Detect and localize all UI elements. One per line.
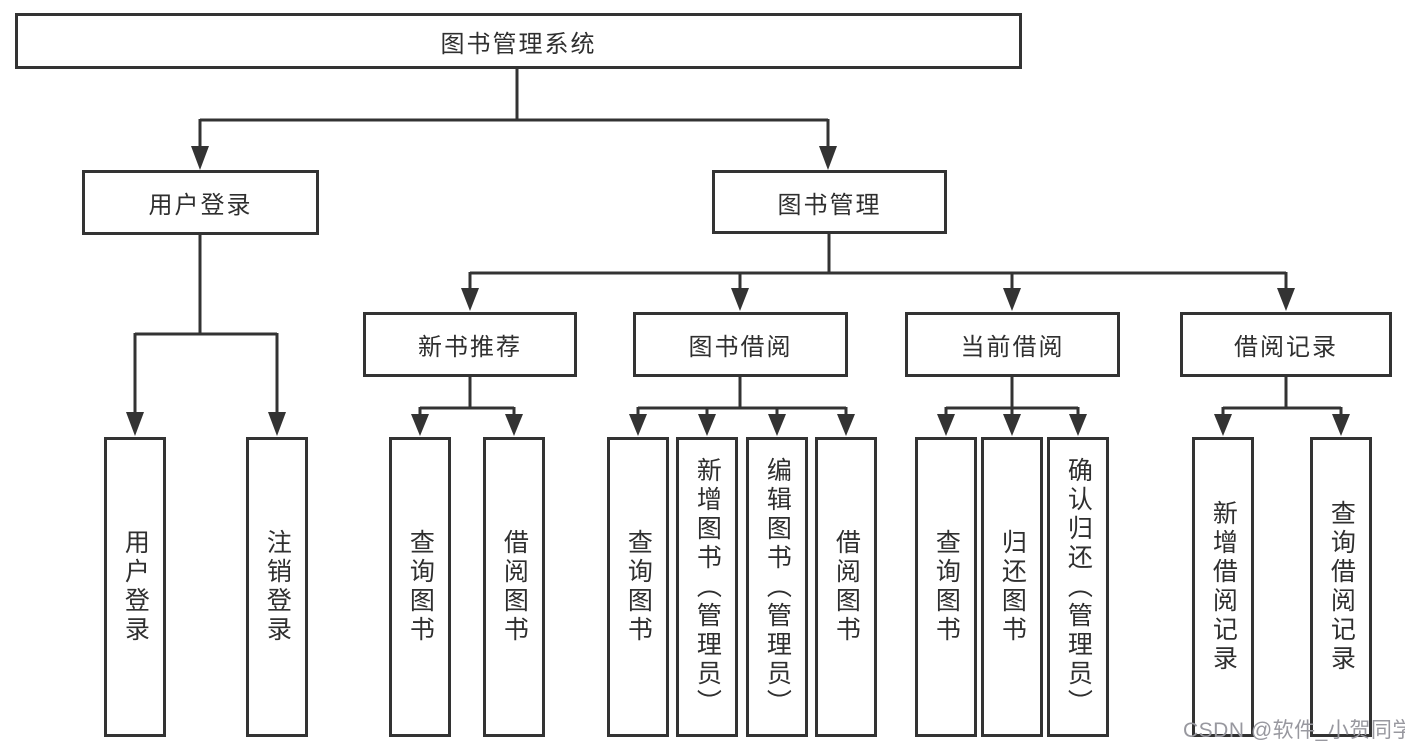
leaf-query-books-current: 查询图书 bbox=[915, 437, 977, 737]
node-borrow-records: 借阅记录 bbox=[1180, 312, 1392, 377]
node-user-login: 用户登录 bbox=[82, 170, 319, 235]
leaf-add-book-admin: 新增图书（管理员） bbox=[676, 437, 738, 737]
connector-current-borrow-to-leaves bbox=[944, 377, 1080, 418]
leaf-query-borrow-record: 查询借阅记录 bbox=[1310, 437, 1372, 737]
connector-user-login-to-leaves bbox=[133, 235, 279, 415]
connector-new-book-to-leaves bbox=[418, 377, 516, 418]
csdn-watermark: CSDN @软件_小贺同学 bbox=[1183, 719, 1405, 742]
node-book-borrow: 图书借阅 bbox=[633, 312, 848, 377]
leaf-borrow-books-recommend: 借阅图书 bbox=[483, 437, 545, 737]
leaf-edit-book-admin: 编辑图书（管理员） bbox=[746, 437, 808, 737]
leaf-add-borrow-record: 新增借阅记录 bbox=[1192, 437, 1254, 737]
leaf-user-login: 用户登录 bbox=[104, 437, 166, 737]
leaf-confirm-return-admin: 确认归还（管理员） bbox=[1047, 437, 1109, 737]
node-current-borrow: 当前借阅 bbox=[905, 312, 1120, 377]
leaf-borrow-books: 借阅图书 bbox=[815, 437, 877, 737]
leaf-logout: 注销登录 bbox=[246, 437, 308, 737]
connector-book-mgmt-to-level3 bbox=[468, 233, 1288, 291]
leaf-query-books-recommend: 查询图书 bbox=[389, 437, 451, 737]
node-new-book-recommend: 新书推荐 bbox=[363, 312, 577, 377]
arrowheads bbox=[126, 146, 1350, 436]
connector-borrow-record-to-leaves bbox=[1221, 377, 1343, 418]
leaf-query-books-borrow: 查询图书 bbox=[607, 437, 669, 737]
connector-root-to-level2 bbox=[198, 69, 830, 150]
node-library-management-system: 图书管理系统 bbox=[15, 13, 1022, 69]
leaf-return-book: 归还图书 bbox=[981, 437, 1043, 737]
connector-book-borrow-to-leaves bbox=[636, 377, 848, 418]
node-book-management: 图书管理 bbox=[712, 170, 947, 234]
